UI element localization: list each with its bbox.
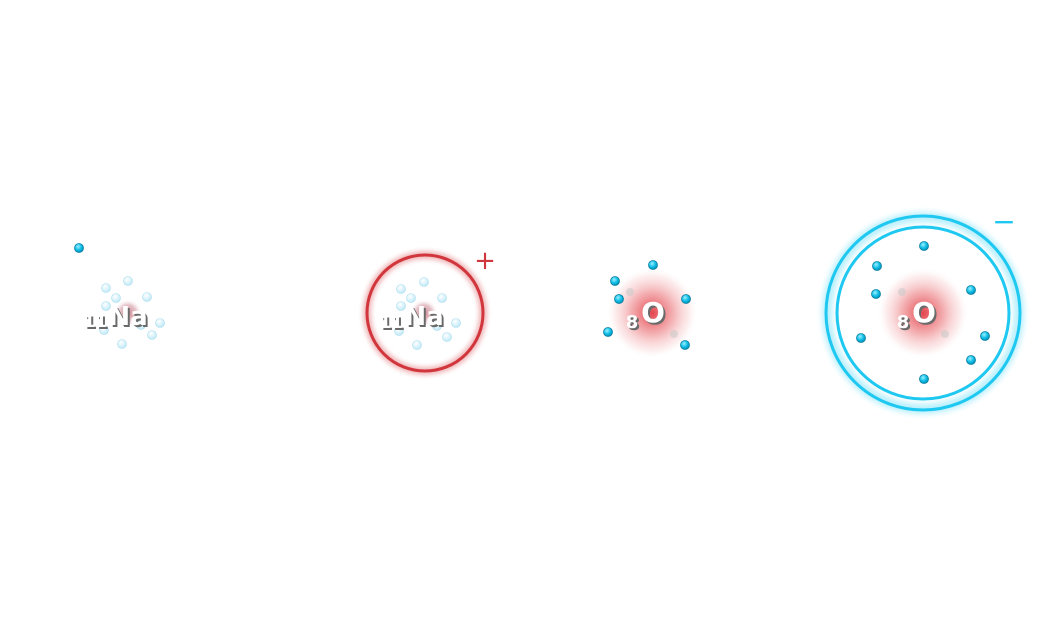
sodium-ion: + 11 11 Na Na	[363, 246, 496, 375]
oxygen-atom: 8 8 O O	[603, 260, 698, 359]
nucleus	[114, 299, 142, 327]
oxide-ion: − 8 8 O O	[822, 205, 1024, 414]
nucleus	[410, 299, 438, 327]
valence-electron	[74, 243, 84, 253]
inner-electrons	[898, 288, 949, 338]
valence-electrons	[603, 260, 691, 350]
atomic-number: 8	[897, 312, 910, 333]
ion-charge: −	[992, 205, 1015, 238]
ion-charge: +	[474, 246, 496, 276]
element-symbol-shadow: Na	[110, 304, 149, 334]
element-symbol-shadow: Na	[406, 304, 445, 334]
atomic-number-shadow: 8	[899, 314, 912, 335]
element-symbol: Na	[404, 302, 443, 332]
element-symbol-shadow: O	[643, 298, 667, 331]
atomic-number: 8	[626, 312, 639, 333]
element-symbol-shadow: O	[914, 298, 938, 331]
inner-electrons	[99, 276, 165, 349]
inner-electrons	[394, 277, 461, 350]
valence-electrons	[856, 241, 990, 384]
inner-electrons	[626, 288, 678, 338]
atomic-number: 11	[85, 314, 109, 334]
anion-outer-ring	[824, 214, 1022, 412]
sodium-atom: 11 11 Na Na	[74, 243, 165, 349]
atomic-number-front: 11	[83, 312, 107, 332]
element-symbol: Na	[108, 302, 147, 332]
element-symbol: O	[641, 296, 665, 329]
element-symbol: O	[912, 296, 936, 329]
atomic-number-shadow: 8	[628, 314, 641, 335]
anion-inner-ring	[835, 225, 1011, 401]
atomic-number: 11	[379, 313, 403, 333]
atomic-number-shadow: 11	[381, 315, 405, 335]
cation-ring	[365, 253, 485, 373]
